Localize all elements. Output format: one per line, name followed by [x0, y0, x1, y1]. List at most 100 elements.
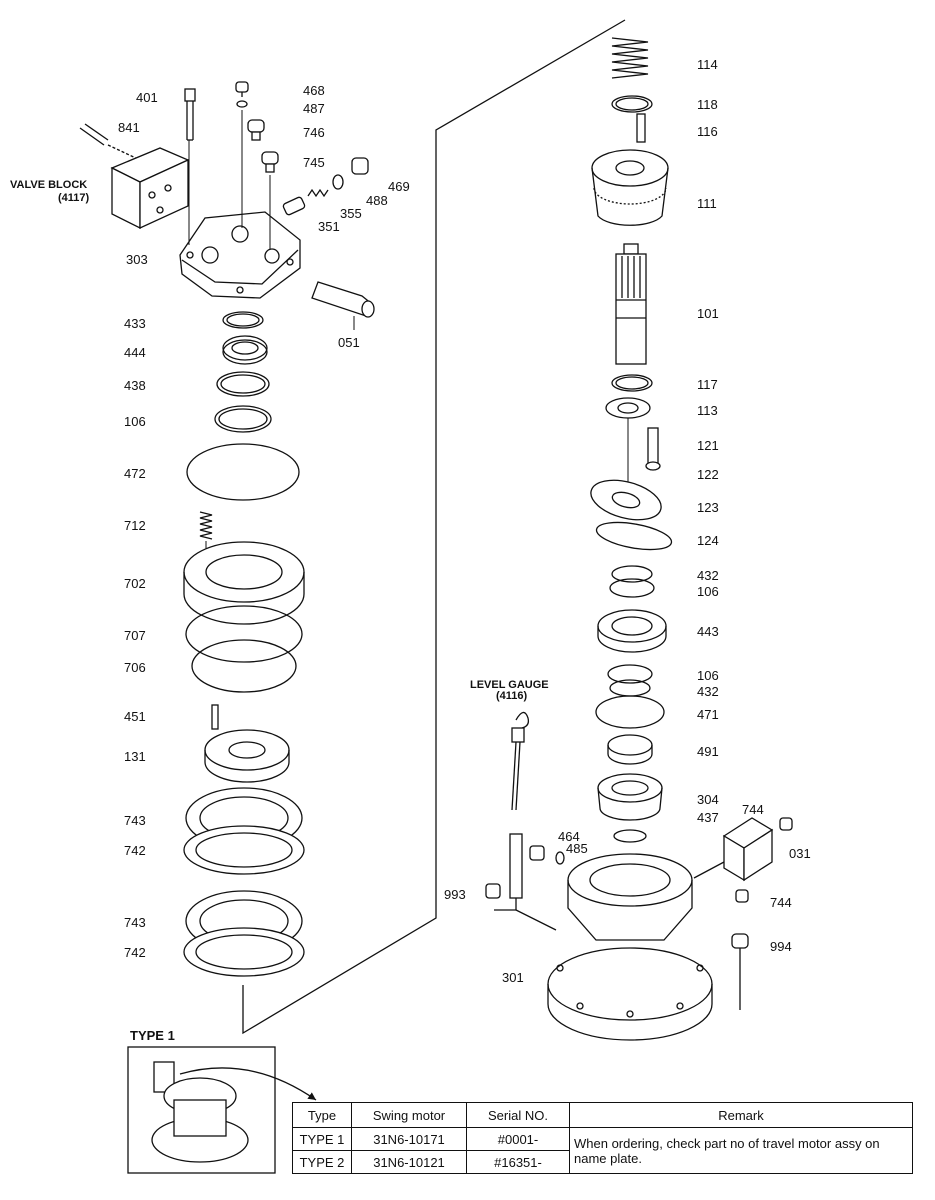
part-label-113-right-6: 113	[697, 403, 718, 418]
part-label-706-left-20: 706	[124, 660, 146, 675]
cover-303	[179, 110, 301, 299]
plug-745	[261, 151, 279, 173]
remark-cell: When ordering, check part no of travel m…	[569, 1127, 913, 1174]
part-label-471-right-16: 471	[697, 707, 719, 722]
part-label-106-left-15: 106	[124, 414, 146, 429]
ring-117	[611, 374, 653, 392]
plug-468	[235, 81, 249, 97]
plug-744-b	[735, 889, 749, 903]
shaft-101	[615, 243, 647, 365]
part-label-488-left-7: 488	[366, 193, 388, 208]
piston-121	[645, 427, 661, 471]
plug-746	[247, 119, 265, 141]
part-label-437-right-19: 437	[697, 810, 719, 825]
part-label-101-right-4: 101	[697, 306, 719, 321]
swash-plate-124	[595, 521, 673, 551]
type1-motor-sketch	[151, 1061, 249, 1163]
part-label-841-left-1: 841	[118, 120, 140, 135]
part-label-124-right-10: 124	[697, 533, 719, 548]
part-label-472-left-16: 472	[124, 466, 146, 481]
housing-cap-304	[597, 773, 663, 821]
ring-438	[216, 371, 270, 397]
part-label-432-right-15: 432	[697, 684, 719, 699]
part-label-451-left-21: 451	[124, 709, 146, 724]
part-label-355-left-8: 355	[340, 206, 362, 221]
row2-motor: 31N6-10121	[351, 1150, 467, 1174]
row1-type: TYPE 1	[292, 1127, 352, 1151]
part-label-464-right-20: 464	[558, 829, 580, 844]
part-label-485-right-21: 485	[566, 841, 588, 856]
part-label-106-right-12: 106	[697, 584, 719, 599]
part-label-106-right-14: 106	[697, 668, 719, 683]
plug-744-a	[779, 817, 793, 831]
ring-118	[611, 95, 653, 113]
pin-116	[636, 113, 646, 143]
part-label-707-left-19: 707	[124, 628, 146, 643]
part-label-468-left-2: 468	[303, 83, 325, 98]
part-label-304-right-18: 304	[697, 792, 719, 807]
ring-106-b	[607, 664, 653, 684]
part-label-744-right-24: 744	[770, 895, 792, 910]
shaft-051	[311, 281, 375, 330]
part-label-702-left-18: 702	[124, 576, 146, 591]
plug-994	[731, 933, 749, 1010]
bolt-401	[184, 88, 196, 141]
part-label-743-left-25: 743	[124, 915, 146, 930]
part-label-438-left-14: 438	[124, 378, 146, 393]
oring-487	[236, 100, 248, 108]
part-label-469-left-6: 469	[388, 179, 410, 194]
valve-block-code: (4117)	[58, 192, 90, 204]
connector-line	[242, 19, 626, 1035]
part-label-443-right-13: 443	[697, 624, 719, 639]
plug-469	[351, 157, 369, 175]
oring-488	[332, 174, 344, 190]
part-label-123-right-9: 123	[697, 500, 719, 515]
brake-plate-702	[183, 541, 305, 625]
separator-plate-742-a	[183, 825, 305, 875]
header-type: Type	[292, 1102, 352, 1128]
oring-471	[595, 695, 665, 729]
snap-ring-433	[222, 311, 264, 329]
row2-serial: #16351-	[466, 1150, 570, 1174]
oring-707	[185, 605, 303, 663]
type1-frame	[127, 1046, 276, 1174]
part-label-432-right-11: 432	[697, 568, 719, 583]
part-label-743-left-23: 743	[124, 813, 146, 828]
ring-106-a	[609, 578, 655, 598]
part-label-993-right-26: 993	[444, 887, 466, 902]
pin-451	[211, 704, 219, 730]
snap-ring-437	[613, 829, 647, 843]
spring-114	[611, 37, 649, 79]
oring-706	[191, 639, 297, 693]
part-label-122-right-8: 122	[697, 467, 719, 482]
separator-plate-742-b	[183, 927, 305, 977]
part-label-051-left-11: 051	[338, 335, 360, 350]
retainer-113	[605, 397, 651, 419]
level-gauge	[511, 711, 530, 811]
row1-motor: 31N6-10171	[351, 1127, 467, 1151]
ring-106-left	[214, 405, 272, 433]
seal-491	[607, 734, 653, 765]
valve-block-label: VALVE BLOCK	[10, 179, 87, 191]
type1-label: TYPE 1	[130, 1028, 175, 1043]
part-label-744-right-22: 744	[742, 802, 764, 817]
oring-472	[186, 443, 300, 501]
part-label-301-right-27: 301	[502, 970, 524, 985]
ring-432-a	[611, 565, 653, 583]
part-label-491-right-17: 491	[697, 744, 719, 759]
plug-464	[529, 845, 545, 861]
spring-355	[307, 188, 329, 198]
level-gauge-label: LEVEL GAUGE	[470, 679, 549, 691]
part-label-118-right-1: 118	[697, 97, 718, 112]
part-label-994-right-25: 994	[770, 939, 792, 954]
parts-table: Type Swing motor Serial NO. Remark TYPE …	[292, 1102, 913, 1174]
part-label-111-right-3: 111	[697, 196, 717, 211]
header-serial: Serial NO.	[466, 1102, 570, 1128]
header-remark: Remark	[569, 1102, 913, 1128]
level-gauge-code: (4116)	[496, 690, 528, 702]
row1-serial: #0001-	[466, 1127, 570, 1151]
gauge-pipe	[494, 833, 557, 931]
row2-type: TYPE 2	[292, 1150, 352, 1174]
part-label-121-right-7: 121	[697, 438, 719, 453]
